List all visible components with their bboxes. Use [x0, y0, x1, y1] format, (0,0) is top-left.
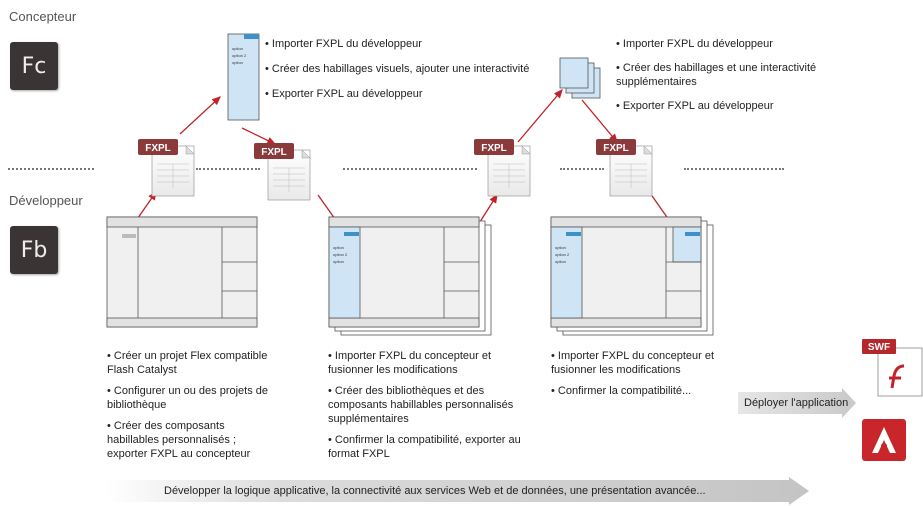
fxpl-label: FXPL	[145, 143, 171, 154]
flash-builder-icon: Fb	[10, 226, 58, 274]
designer-mockup-1: option option 2 option	[227, 33, 260, 121]
svg-text:option: option	[232, 46, 243, 51]
list-item: • Exporter FXPL au développeur	[265, 88, 423, 100]
list-item: • Créer des composants habillables perso…	[107, 420, 251, 460]
divider	[8, 168, 94, 170]
developer-step-3-list: • Importer FXPL du concepteur et fusionn…	[551, 349, 751, 405]
fxpl-label: FXPL	[261, 147, 287, 158]
designer-step-1-list: • Importer FXPL du développeur • Créer d…	[265, 37, 585, 112]
air-app-icon	[862, 419, 906, 461]
designer-step-2-list: • Importer FXPL du développeur • Créer d…	[616, 37, 856, 120]
fxpl-file-icon: FXPL	[596, 139, 653, 197]
divider	[684, 168, 784, 170]
fxpl-file-icon: FXPL	[138, 139, 195, 197]
flash-catalyst-icon: Fc	[10, 42, 58, 90]
bottom-arrow	[105, 477, 809, 505]
list-item: • Créer un projet Flex compatible Flash …	[107, 350, 268, 376]
fxpl-file-icon: FXPL	[474, 139, 531, 197]
list-item: • Créer des bibliothèques et des composa…	[328, 385, 514, 425]
deploy-label: Déployer l'application	[744, 397, 849, 409]
list-item: • Importer FXPL du développeur	[616, 38, 773, 50]
svg-text:option: option	[333, 259, 344, 264]
list-item: • Confirmer la compatibilité...	[551, 385, 692, 397]
swf-label: SWF	[868, 342, 890, 353]
developer-step-1-list: • Créer un projet Flex compatible Flash …	[107, 349, 279, 468]
divider	[560, 168, 604, 170]
fxpl-label: FXPL	[481, 143, 507, 154]
list-item: • Importer FXPL du concepteur et fusionn…	[328, 350, 492, 376]
list-item: • Exporter FXPL au développeur	[616, 100, 774, 112]
svg-text:option: option	[232, 60, 243, 65]
svg-text:option: option	[555, 245, 566, 250]
fxpl-label: FXPL	[603, 143, 629, 154]
svg-text:option: option	[555, 259, 566, 264]
designer-mockup-2	[559, 57, 601, 99]
developer-mockup-1	[106, 216, 258, 328]
list-item: • Créer des habillages et une interactiv…	[616, 62, 817, 88]
developer-role-label: Développeur	[9, 193, 83, 208]
fxpl-file-icon: FXPL	[254, 143, 311, 201]
designer-role-label: Concepteur	[9, 9, 77, 24]
list-item: • Configurer un ou des projets de biblio…	[107, 385, 269, 411]
deploy-arrow	[738, 388, 856, 418]
svg-text:option 2: option 2	[555, 252, 570, 257]
fb-icon-text: Fb	[20, 237, 48, 263]
svg-text:option 2: option 2	[232, 53, 247, 58]
developer-mockup-2: option option 2 option	[328, 216, 492, 336]
svg-text:option 2: option 2	[333, 252, 348, 257]
swf-file-icon: SWF	[862, 339, 923, 397]
list-item: • Créer des habillages visuels, ajouter …	[265, 63, 530, 75]
fc-icon-text: Fc	[21, 53, 47, 79]
divider	[343, 168, 477, 170]
developer-mockup-3: option option 2 option	[550, 216, 714, 336]
developer-step-2-list: • Importer FXPL du concepteur et fusionn…	[328, 349, 526, 468]
list-item: • Importer FXPL du concepteur et fusionn…	[551, 350, 715, 376]
divider	[196, 168, 260, 170]
list-item: • Confirmer la compatibilité, exporter a…	[328, 434, 521, 460]
svg-text:option: option	[333, 245, 344, 250]
bottom-label: Développer la logique applicative, la co…	[164, 485, 706, 497]
list-item: • Importer FXPL du développeur	[265, 38, 422, 50]
